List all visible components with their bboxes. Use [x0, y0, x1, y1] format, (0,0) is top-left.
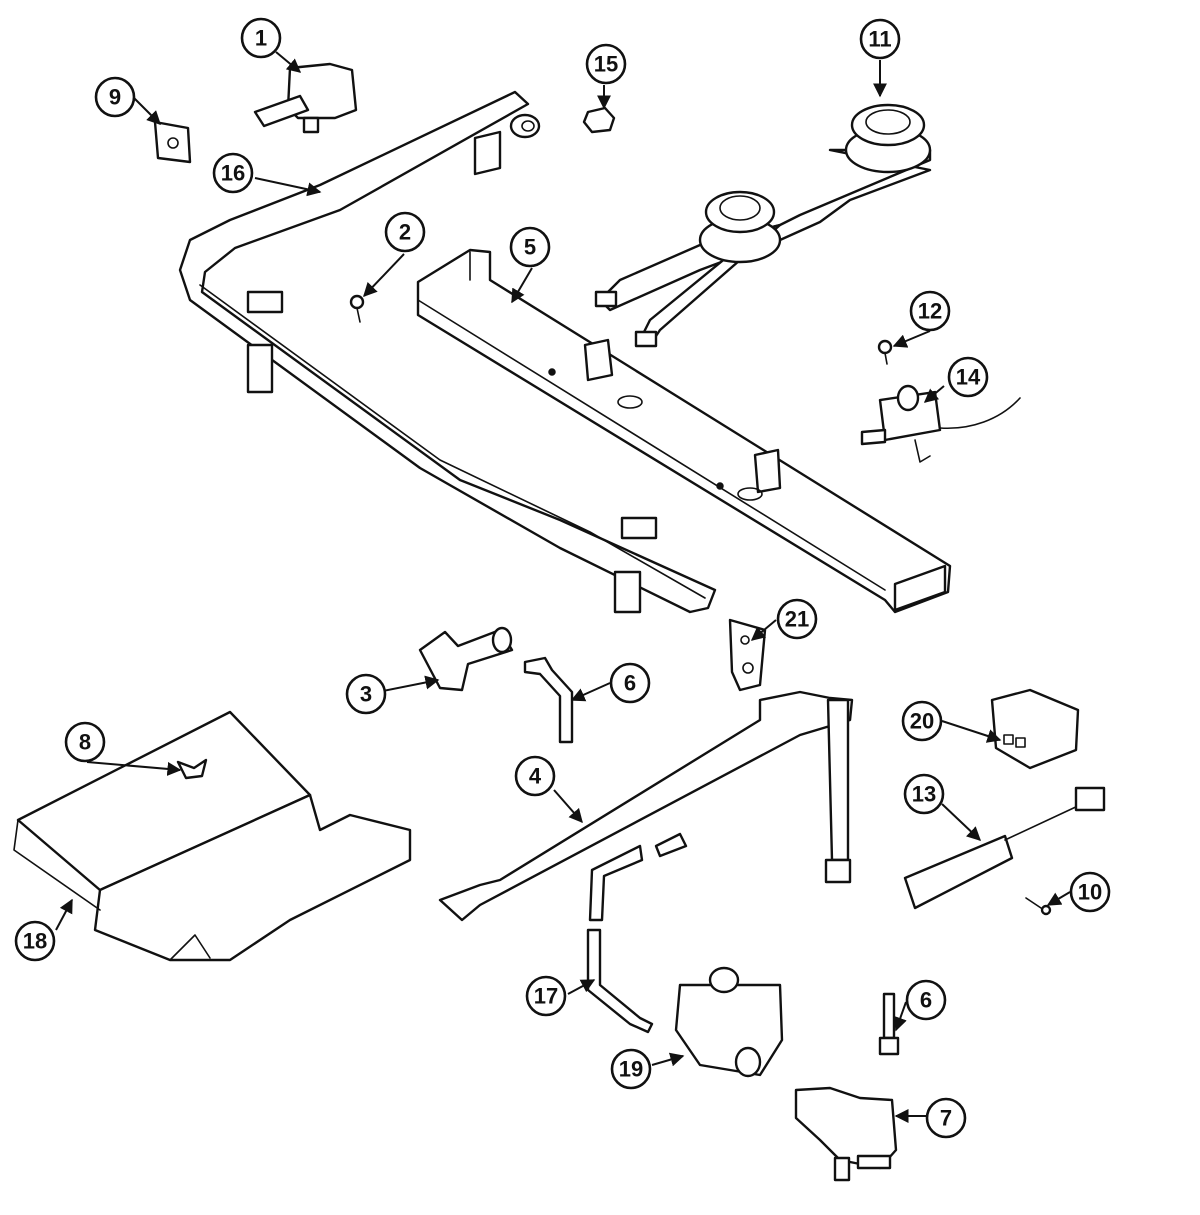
callout-18: 18 — [14, 920, 56, 962]
callout-20-label: 20 — [910, 709, 934, 734]
callout-3-label: 3 — [360, 682, 372, 707]
callout-19-label: 19 — [619, 1057, 643, 1082]
clip-part — [153, 120, 192, 164]
callout-13: 13 — [903, 773, 945, 815]
fitting-part-3 — [418, 626, 514, 692]
callout-17-label: 17 — [534, 984, 558, 1009]
callout-16: 16 — [212, 152, 254, 194]
callout-20: 20 — [901, 700, 943, 742]
callout-10-label: 10 — [1078, 880, 1102, 905]
callout-16-label: 16 — [221, 161, 245, 186]
callout-14: 14 — [947, 356, 989, 398]
callout-12-label: 12 — [918, 299, 942, 324]
callout-1-label: 1 — [255, 26, 267, 51]
screw-part-10 — [1025, 897, 1052, 916]
callout-4-label: 4 — [529, 764, 542, 789]
callout-6a-label: 6 — [624, 671, 636, 696]
burner-tube-part-4 — [438, 690, 854, 922]
callout-10: 10 — [1069, 871, 1111, 913]
callout-3: 3 — [345, 673, 387, 715]
wing-nut-part-8 — [176, 758, 208, 780]
tube-part-17 — [586, 832, 688, 1034]
callout-18-label: 18 — [23, 929, 47, 954]
regulator-part-19 — [674, 966, 784, 1078]
callout-8: 8 — [64, 721, 106, 763]
callout-1: 1 — [240, 17, 282, 59]
plate-part-21 — [728, 618, 767, 692]
burner-part — [594, 103, 932, 348]
leader-lines — [55, 51, 1071, 1123]
callout-17: 17 — [525, 975, 567, 1017]
callout-4: 4 — [514, 755, 556, 797]
callout-7-label: 7 — [940, 1106, 952, 1131]
callout-9-label: 9 — [109, 85, 121, 110]
callout-11: 11 — [859, 18, 901, 60]
screw-part-2 — [349, 294, 365, 323]
heat-shield-part-18 — [13, 710, 412, 962]
tube-part-6b — [878, 992, 900, 1056]
callout-2-label: 2 — [399, 220, 411, 245]
callout-9: 9 — [94, 76, 136, 118]
callout-11-label: 11 — [868, 27, 891, 52]
callout-8-label: 8 — [79, 730, 91, 755]
callout-21: 21 — [776, 598, 818, 640]
callout-6a: 6 — [609, 662, 651, 704]
screw-part-12 — [877, 339, 893, 365]
callout-13-label: 13 — [912, 782, 936, 807]
callout-6b: 6 — [905, 979, 947, 1021]
valve-part-1 — [253, 62, 358, 134]
callout-19: 19 — [610, 1048, 652, 1090]
callout-12: 12 — [909, 290, 951, 332]
nut-part — [582, 106, 616, 134]
valve-part-7 — [794, 1086, 898, 1182]
callout-6b-label: 6 — [920, 988, 932, 1013]
callout-2: 2 — [384, 211, 426, 253]
callout-5: 5 — [509, 226, 551, 268]
callout-21-label: 21 — [785, 607, 809, 632]
callout-15: 15 — [585, 43, 627, 85]
callout-5-label: 5 — [524, 235, 536, 260]
callout-14-label: 14 — [956, 365, 981, 390]
igniter-part-13 — [903, 786, 1106, 910]
manifold-pipe-part — [178, 90, 717, 614]
burner-bracket-part — [416, 248, 952, 614]
switch-part-14 — [860, 384, 1021, 463]
module-part-20 — [990, 688, 1080, 770]
tube-part-6a — [523, 656, 574, 744]
callout-7: 7 — [925, 1097, 967, 1139]
callout-15-label: 15 — [594, 52, 618, 77]
